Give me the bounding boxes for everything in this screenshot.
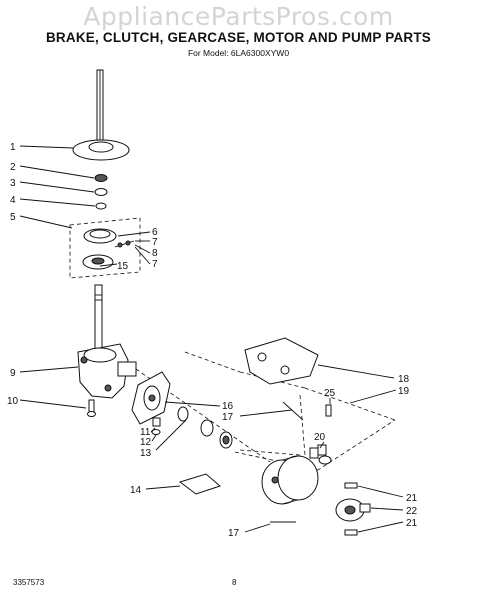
callout-4: 4	[10, 195, 16, 206]
washer-part-12	[151, 429, 161, 435]
leader-lines	[19, 145, 404, 533]
callout-22: 22	[406, 506, 418, 517]
bolt-part-25	[325, 404, 332, 417]
bolt-part-10	[87, 399, 96, 417]
coupling-part-13	[177, 406, 233, 449]
clip-part-21	[344, 482, 358, 536]
assembly-axis-lines	[135, 351, 396, 463]
pump-part-22	[335, 498, 371, 522]
mount-plate-part-16	[131, 371, 171, 425]
callout-7a: 7	[152, 237, 158, 248]
callout-14: 14	[130, 485, 142, 496]
callout-16: 16	[222, 401, 234, 412]
page-number: 8	[232, 578, 237, 587]
gasket-part-18	[244, 337, 319, 385]
ring-part-4	[95, 202, 107, 210]
callout-21b: 21	[406, 518, 418, 529]
drive-shaft	[94, 284, 103, 354]
callout-12: 12	[140, 437, 152, 448]
callout-17b: 17	[228, 528, 240, 539]
washer-part-2	[94, 174, 108, 182]
page-title: BRAKE, CLUTCH, GEARCASE, MOTOR AND PUMP …	[45, 30, 432, 45]
motor-part-20	[261, 444, 332, 505]
callout-2: 2	[10, 162, 16, 173]
callout-9: 9	[10, 368, 16, 379]
callout-1: 1	[10, 142, 16, 153]
washer-part-3	[94, 188, 108, 196]
brake-assembly-box	[69, 217, 141, 279]
brake-disc-part-15	[82, 254, 114, 270]
callout-21a: 21	[406, 493, 418, 504]
callout-20: 20	[314, 432, 326, 443]
callout-6: 6	[152, 227, 158, 238]
document-number: 3357573	[13, 578, 45, 587]
callout-17a: 17	[222, 412, 234, 423]
callout-13: 13	[140, 448, 152, 459]
callout-11: 11	[140, 427, 151, 438]
callout-19: 19	[398, 386, 410, 397]
callout-15: 15	[117, 261, 129, 272]
hub-part-1	[72, 139, 130, 161]
nut-part-11	[152, 417, 161, 427]
watermark: AppliancePartsPros.com	[83, 2, 394, 31]
callout-10: 10	[7, 396, 19, 407]
brake-drum-part-6	[83, 228, 117, 244]
motor-box-part-19	[234, 419, 396, 471]
callout-8: 8	[152, 248, 158, 259]
callout-25: 25	[324, 388, 336, 399]
callout-3: 3	[10, 178, 16, 189]
callout-18: 18	[398, 374, 410, 385]
gearcase-part-9	[77, 343, 137, 399]
callout-5: 5	[10, 212, 16, 223]
shield-part-14	[178, 473, 221, 495]
rod-part-17-upper	[282, 401, 304, 421]
callout-7b: 7	[152, 259, 158, 270]
spring-part-8	[114, 240, 135, 248]
model-subtitle: For Model: 6LA6300XYW0	[187, 48, 290, 58]
